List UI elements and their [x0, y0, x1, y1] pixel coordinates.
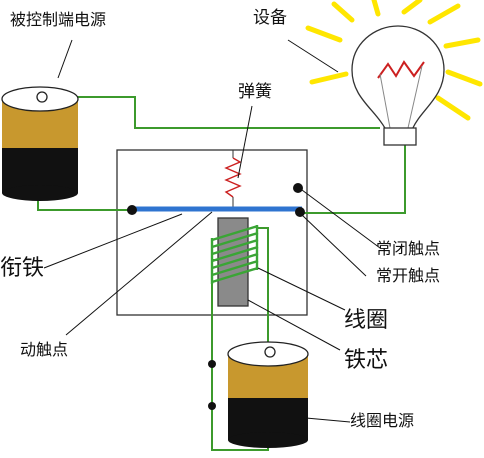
- coil-battery: [227, 341, 309, 448]
- label-spring: 弹簧: [238, 82, 272, 102]
- label-coil: 线圈: [344, 308, 389, 333]
- label-coil-power: 线圈电源: [350, 411, 415, 430]
- no-contact-point: [295, 207, 305, 217]
- leader-lines: [43, 39, 381, 423]
- label-nc-contact: 常闭触点: [376, 239, 441, 258]
- armature-pivot: [127, 205, 137, 215]
- bulb-icon: [305, 0, 483, 146]
- wire-junction-2: [208, 402, 216, 410]
- label-core: 铁芯: [344, 348, 389, 373]
- controlled-battery: [1, 86, 79, 201]
- coil-icon: [210, 224, 259, 284]
- contacts: [127, 183, 305, 410]
- label-armature: 衔铁: [0, 256, 45, 281]
- nc-contact-point: [293, 183, 303, 193]
- label-no-contact: 常开触点: [376, 266, 441, 285]
- spring-icon: [224, 150, 242, 208]
- wire-top-battery-to-bulb: [42, 96, 380, 129]
- wire-bulb-to-nc: [300, 145, 406, 214]
- wire-junction-1: [208, 360, 216, 368]
- wire-armature-to-battery: [37, 198, 132, 211]
- label-controlled-power: 被控制端电源: [10, 10, 107, 29]
- label-moving-contact: 动触点: [20, 340, 69, 359]
- label-device: 设备: [253, 8, 287, 28]
